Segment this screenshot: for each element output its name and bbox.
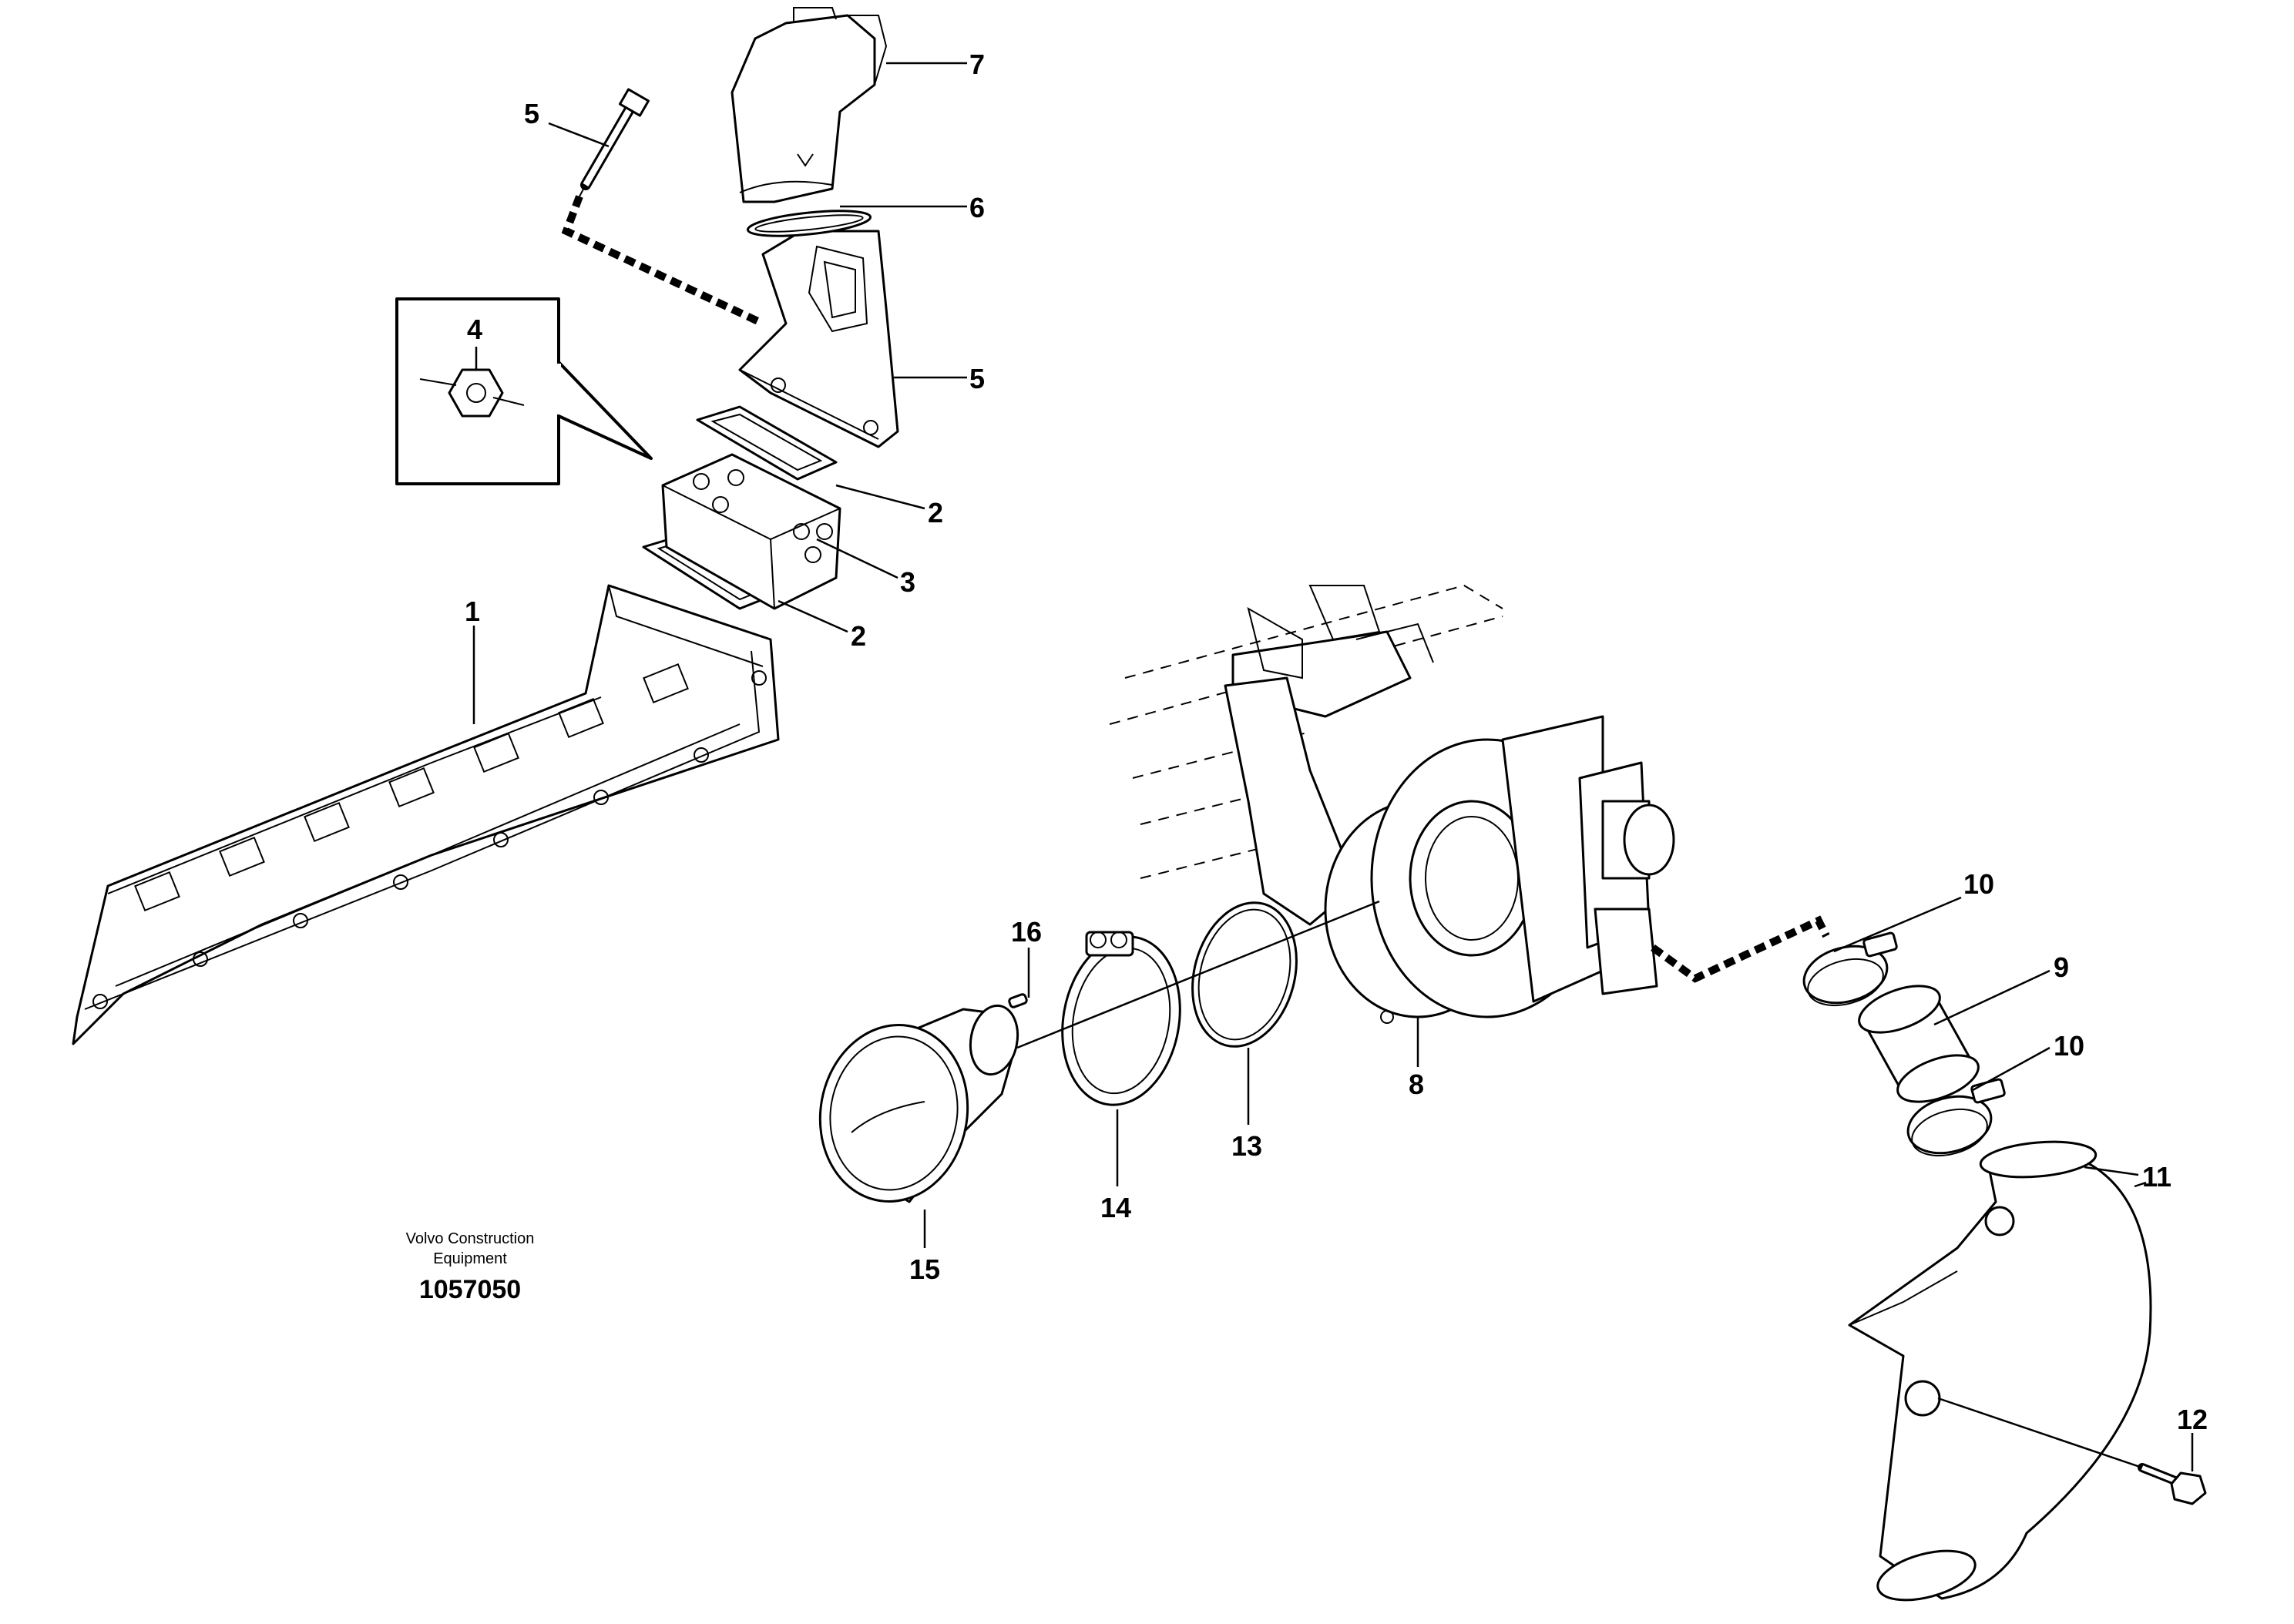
locating-pin <box>1008 993 1028 1008</box>
outlet-bolt <box>1937 1397 2207 1505</box>
callout-11: 11 <box>2142 1161 2171 1193</box>
hose-clamp-upper <box>1802 931 1898 1006</box>
callout-5-elbow: 5 <box>969 363 985 394</box>
callout-6: 6 <box>969 192 985 223</box>
callout-labels: 7 6 5 5 4 2 3 2 1 8 10 9 10 11 12 13 14 … <box>465 49 2208 1435</box>
callout-3: 3 <box>900 566 915 598</box>
heater-flange-block <box>661 453 841 610</box>
callout-14: 14 <box>1100 1192 1131 1223</box>
callout-4: 4 <box>467 314 482 345</box>
callout-2-upper: 2 <box>928 497 943 528</box>
inlet-manifold <box>72 584 780 1045</box>
callout-12: 12 <box>2177 1404 2208 1435</box>
callout-13: 13 <box>1231 1130 1262 1162</box>
callout-9: 9 <box>2054 951 2069 983</box>
callout-8: 8 <box>1409 1069 1424 1100</box>
elbow-housing <box>738 230 899 448</box>
callout-5-bolt: 5 <box>524 98 539 129</box>
turbocharger <box>1224 585 1675 1024</box>
leader-lines <box>472 62 2194 1471</box>
callout-10-upper: 10 <box>1963 868 1994 900</box>
gasket-upper <box>696 405 838 481</box>
v-band-clamp <box>1061 931 1181 1106</box>
callout-15: 15 <box>909 1253 940 1285</box>
rubber-hose <box>1858 985 1980 1103</box>
turbo-outlet-phantom-line <box>1651 915 1830 983</box>
o-ring <box>746 210 872 237</box>
callout-2-lower: 2 <box>851 620 866 652</box>
compressor-inlet-pipe <box>818 1004 1019 1203</box>
credit-block: Volvo Construction Equipment 1057050 <box>406 1230 535 1304</box>
nut-detail-inset <box>395 297 653 485</box>
bolt-phantom-line <box>561 195 765 327</box>
seal-ring <box>1191 901 1298 1048</box>
credit-line-2: Equipment <box>433 1250 507 1267</box>
callout-7: 7 <box>969 49 985 80</box>
outlet-bend-pipe <box>1848 1140 2152 1602</box>
drawing-number: 1057050 <box>419 1275 521 1304</box>
flange-bolt <box>579 88 650 197</box>
callout-16: 16 <box>1011 916 1042 948</box>
callout-1: 1 <box>465 596 480 627</box>
callout-10-lower: 10 <box>2054 1030 2084 1062</box>
assembly-axis-line <box>1016 900 1380 1049</box>
credit-line-1: Volvo Construction <box>406 1230 535 1247</box>
intake-bend-pipe <box>731 7 888 203</box>
